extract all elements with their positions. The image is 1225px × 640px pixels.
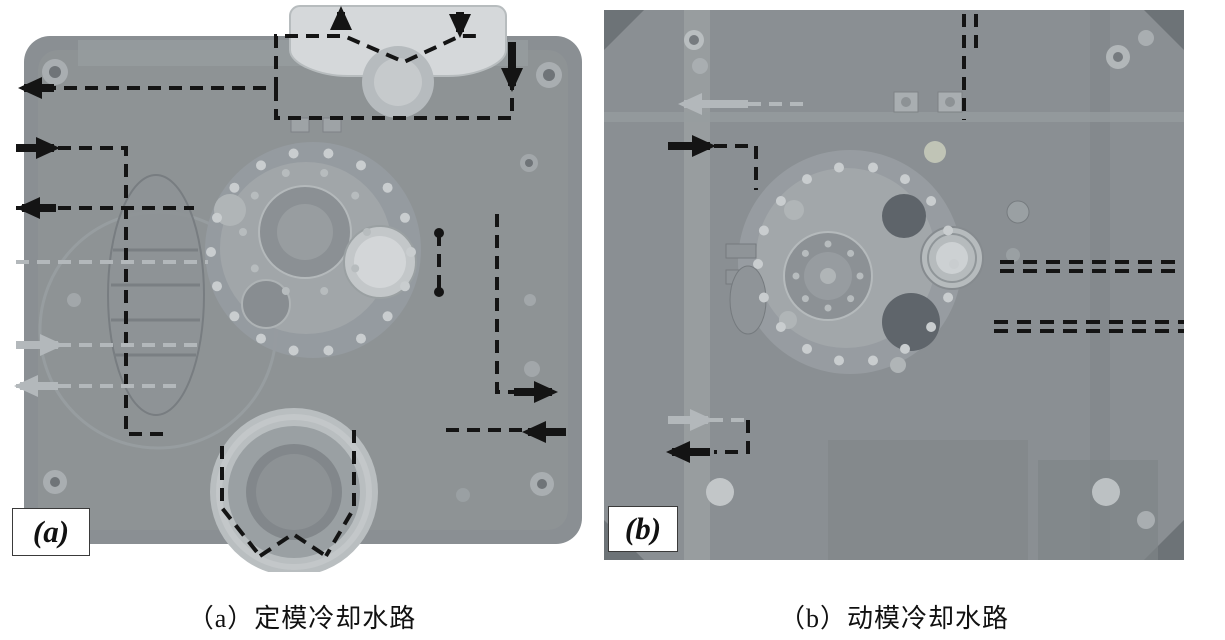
bolt-hole-dot [212, 212, 222, 223]
bolt-hole-dot [868, 162, 878, 173]
bolt-hole-dot [802, 343, 812, 354]
bolt-hole-dot [363, 228, 371, 236]
bolt-hole-dot [900, 343, 910, 354]
bolt-hole-dot [758, 292, 769, 303]
bolt-hole-dot [382, 182, 393, 193]
bolt-hole-dot [212, 281, 222, 292]
bolt-hole-dot [856, 272, 864, 280]
bolt-hole-dot [758, 225, 769, 236]
bolt-hole-dot [868, 355, 878, 366]
bolt-hole-dot [356, 160, 366, 171]
bolt-hole-dot [229, 311, 240, 322]
bolt-hole-dot [775, 196, 786, 206]
panel-b-moving-mold: (b) [598, 0, 1190, 572]
panel-a-label: (a) [12, 508, 90, 556]
bolt-hole-dot [926, 196, 937, 206]
panel-b-drawing [604, 10, 1184, 560]
bolt-hole-dot [382, 311, 393, 322]
bolt-hole-dot [250, 191, 259, 200]
bolt-hole-dot [239, 228, 247, 236]
bolt-hole-dot [802, 174, 812, 185]
flow-arrows-a [13, 6, 566, 443]
bolt-hole-dot [753, 259, 763, 269]
panel-a-drawing [13, 5, 582, 572]
bolt-hole-dot [847, 295, 855, 303]
bolt-hole-dot [406, 247, 416, 257]
bolt-hole-dot [775, 322, 786, 332]
bolt-hole-dot [281, 287, 290, 295]
core-geometry-b [725, 141, 1030, 374]
bolt-hole-dot [926, 322, 937, 332]
bolt-hole-dot [900, 174, 910, 185]
bolt-hole-dot [351, 264, 360, 273]
panel-b-label: (b) [608, 506, 678, 552]
bolt-hole-dot [356, 333, 366, 344]
bolt-hole-dot [281, 169, 290, 177]
bolt-hole-dot [323, 148, 334, 159]
panel-a-caption: （a）定模冷却水路 [187, 604, 417, 633]
bolt-hole-dot [256, 160, 266, 171]
bolt-hole-dot [250, 264, 259, 273]
bolt-hole-dot [834, 355, 844, 366]
bolt-hole-dot [801, 295, 809, 303]
locating-ring [210, 408, 378, 572]
cooling-lines-b [710, 14, 1184, 454]
bolt-hole-dot [351, 191, 360, 200]
bolt-hole-dot [323, 345, 334, 356]
bolt-hole-dot [400, 281, 410, 292]
bolt-hole-dot [256, 333, 266, 344]
bolt-hole-dot [834, 162, 844, 173]
bolt-hole-dot [824, 304, 832, 312]
bolt-hole-dot [792, 272, 800, 280]
bolt-hole-dot [949, 259, 959, 269]
bolt-hole-dot [824, 240, 832, 248]
bolt-hole-dot [400, 212, 410, 223]
panel-a-fixed-mold: (a) [8, 0, 596, 572]
bolt-hole-dot [320, 169, 329, 177]
bolt-hole-dot [943, 292, 954, 303]
slide-feature [38, 174, 278, 450]
bolt-hole-dot [847, 249, 855, 257]
bolt-hole-dot [801, 249, 809, 257]
bolt-hole-dot [943, 225, 954, 236]
panel-b-caption: （b）动模冷却水路 [778, 604, 1009, 633]
bolt-hole-dot [288, 148, 299, 159]
bolt-hole-dot [206, 247, 216, 257]
bolt-hole-dot [320, 287, 329, 295]
bolt-hole-dot [229, 182, 240, 193]
bolt-hole-dot [288, 345, 299, 356]
cavity-geometry-a [205, 117, 421, 358]
flow-arrows-b [666, 93, 748, 463]
